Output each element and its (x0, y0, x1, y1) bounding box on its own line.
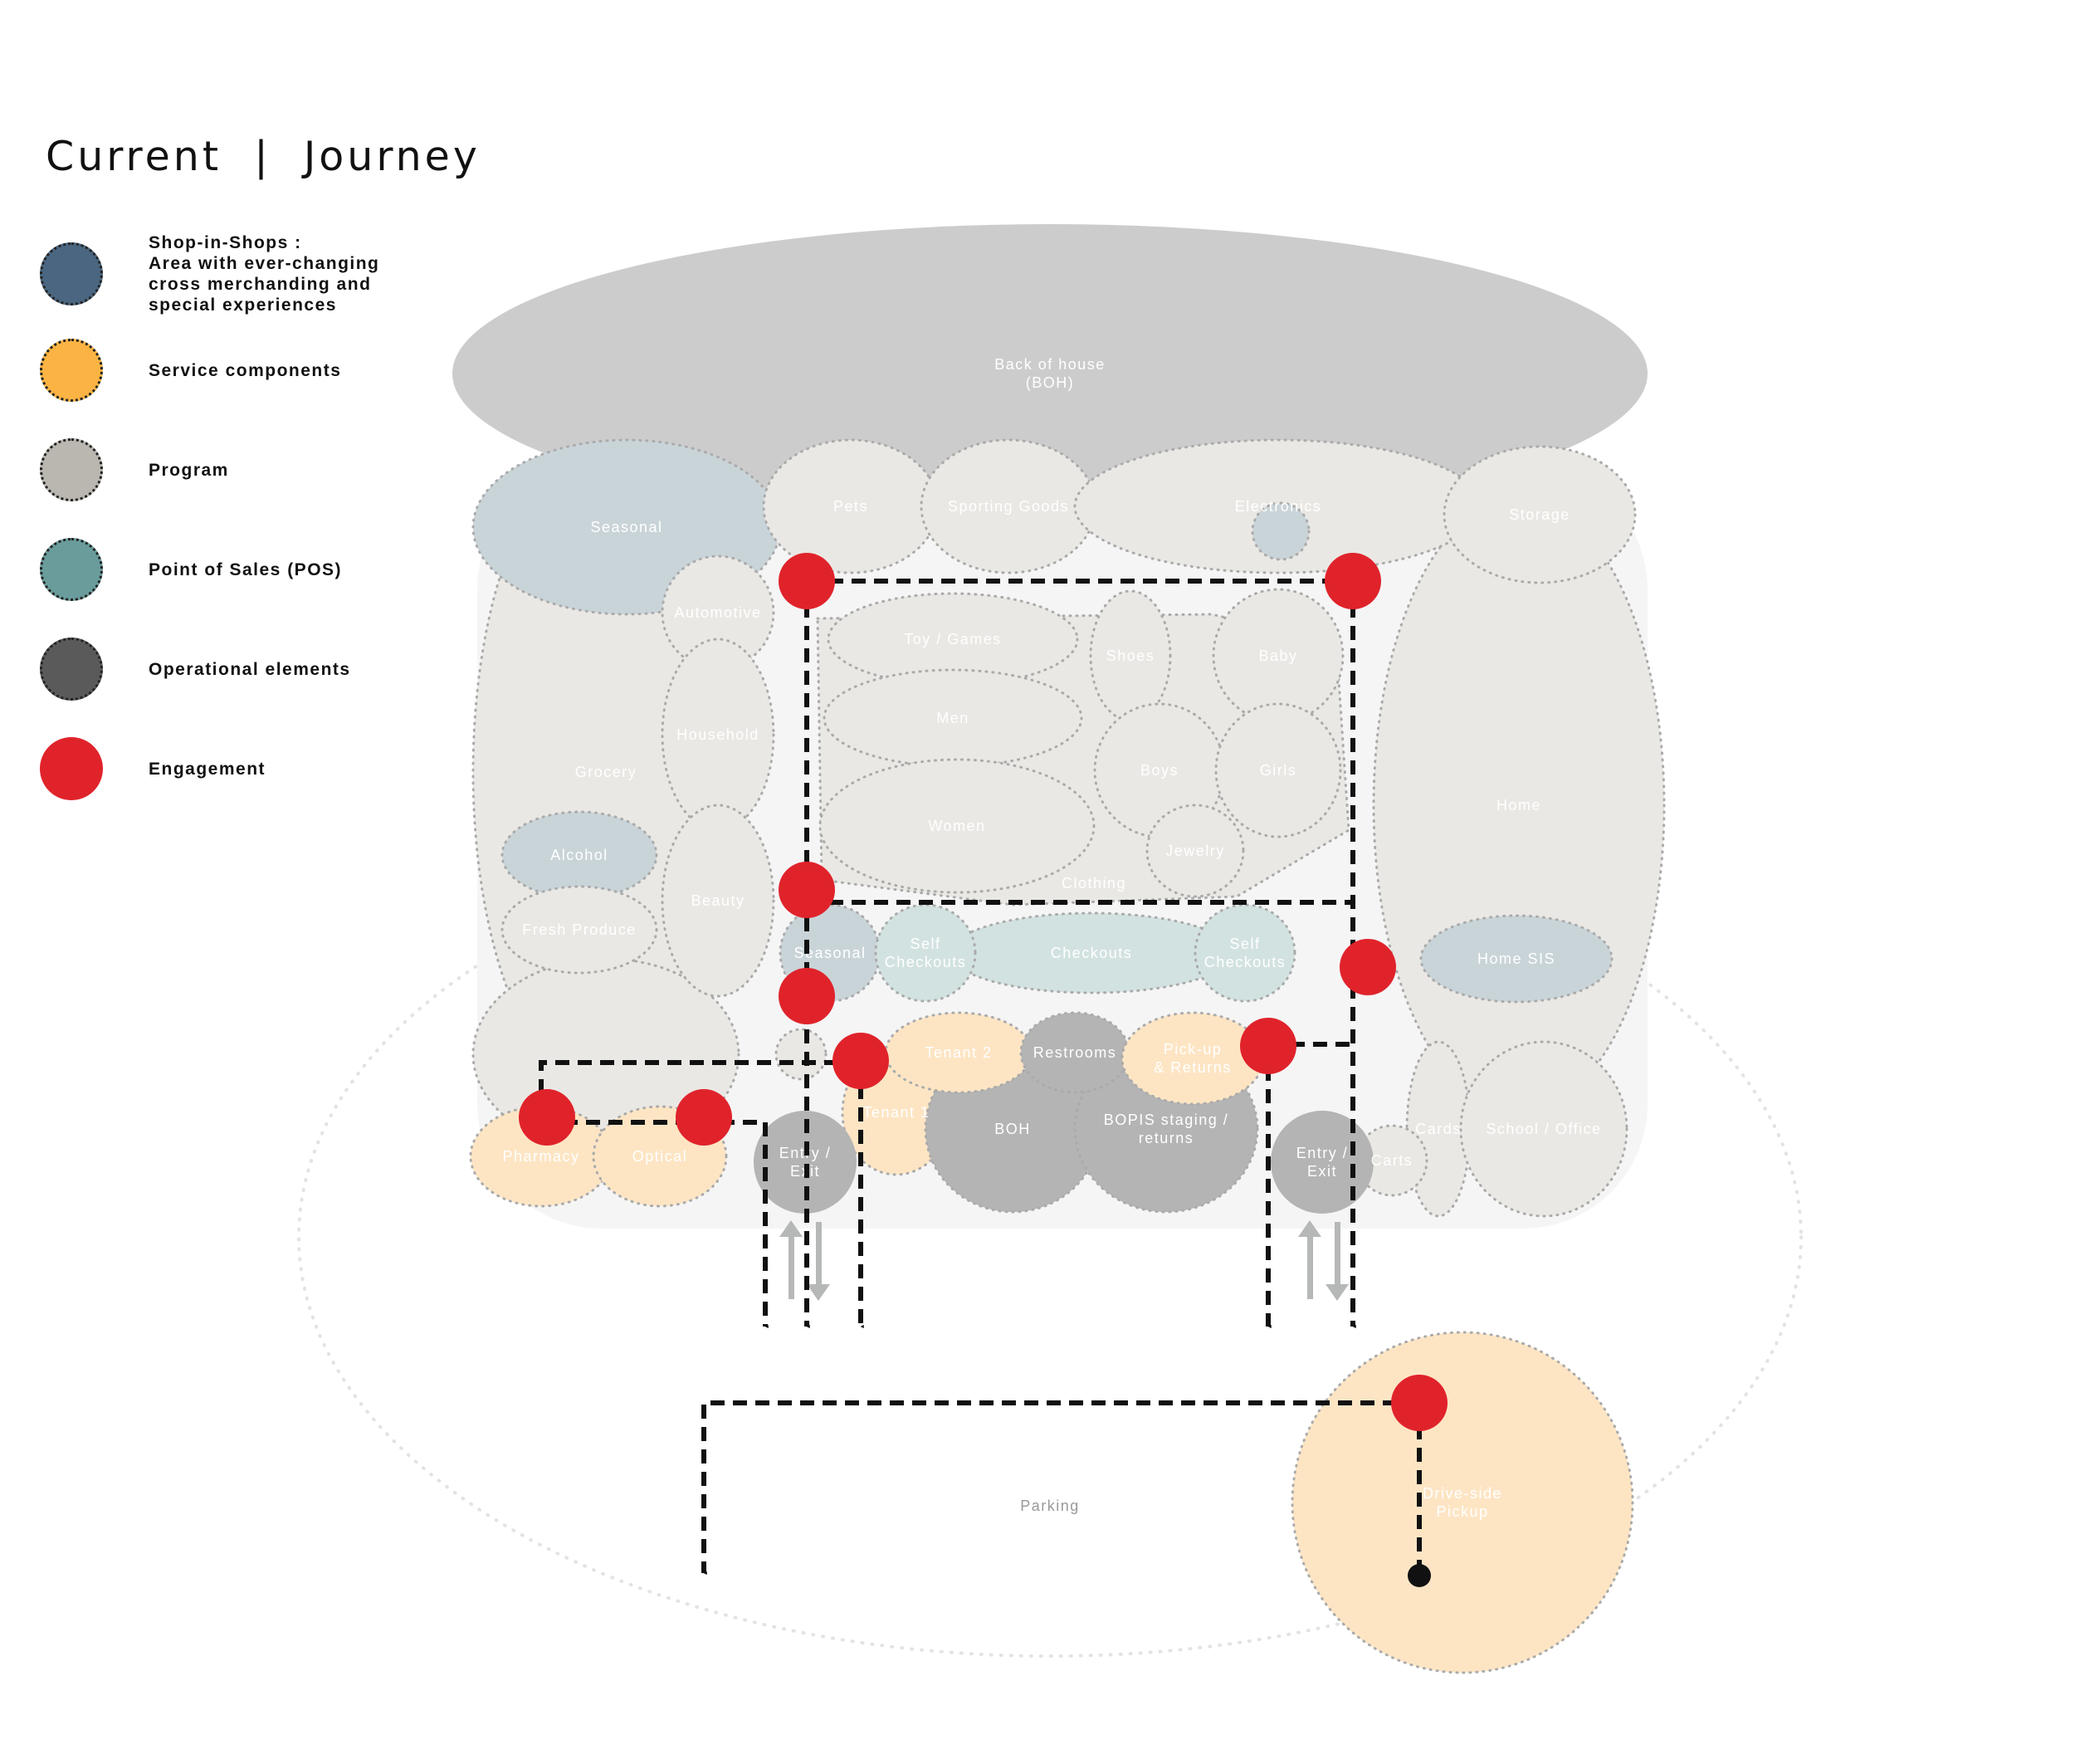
zone-fresh-produce (500, 885, 658, 975)
zone-storage (1443, 445, 1637, 584)
zone-label-clothing: Clothing (1062, 875, 1126, 892)
zone-label-seasonal2: Seasonal (793, 945, 866, 961)
zone-label-boh_top: Back of house(BOH) (994, 356, 1106, 391)
zone-label-alcohol: Alcohol (550, 847, 608, 863)
legend-swatch-service (40, 339, 103, 402)
zone-drive-side-pickup (1291, 1331, 1634, 1674)
zone-label-pickup: Pick-up& Returns (1154, 1041, 1232, 1076)
zone-baby (1212, 588, 1345, 724)
legend-swatch-engagement (40, 737, 103, 800)
engagement-point (676, 1089, 732, 1146)
zone-label-optical: Optical (632, 1148, 688, 1165)
engagement-point (1240, 1018, 1296, 1074)
zone-label-girls: Girls (1260, 762, 1297, 779)
zone-label-bopis: BOPIS staging /returns (1104, 1112, 1229, 1146)
engagement-point (832, 1033, 889, 1089)
legend-item-program: Program (40, 438, 229, 501)
zone-label-household: Household (676, 726, 759, 743)
parking-label: Parking (1020, 1498, 1080, 1514)
engagement-points (519, 553, 1448, 1431)
zone-label-jewelry: Jewelry (1165, 843, 1225, 859)
zone-label-tenant1: Tenant 1 (862, 1104, 930, 1121)
zone-entry-exit-2 (1271, 1111, 1374, 1214)
engagement-point (779, 862, 835, 918)
zone-label-tenant2: Tenant 2 (925, 1044, 992, 1061)
zone-label-pets: Pets (833, 498, 868, 515)
engagement-point (1391, 1375, 1448, 1431)
zone-label-seasonal: Seasonal (590, 519, 662, 535)
zone-alcohol (500, 810, 658, 900)
zone-label-school: School / Office (1486, 1121, 1601, 1137)
zone-beauty (661, 804, 775, 998)
zone-label-checkouts: Checkouts (1051, 945, 1133, 961)
zone-girls (1214, 702, 1342, 838)
zone-label-restrooms: Restrooms (1033, 1044, 1117, 1061)
legend-label: Service components (149, 360, 342, 380)
zone-home-sis (1419, 914, 1614, 1004)
zone-label-boh: BOH (994, 1121, 1031, 1137)
zone-label-electronics: Electronics (1235, 498, 1322, 515)
zone-label-men: Men (936, 710, 969, 726)
zone-entry-exit-1 (754, 1111, 857, 1214)
zone-label-women: Women (928, 818, 985, 834)
legend-swatch-pos (40, 538, 103, 601)
zone-label-storage: Storage (1509, 506, 1570, 523)
engagement-point (1325, 553, 1381, 609)
zone-label-shoes: Shoes (1106, 647, 1155, 664)
engagement-point (1340, 939, 1396, 995)
zone-label-grocery: Grocery (575, 764, 637, 780)
zone-label-entry2: Entry /Exit (1296, 1145, 1349, 1180)
zone-label-home_sis: Home SIS (1477, 950, 1555, 967)
legend-swatch-shop-in-shops (40, 242, 103, 305)
legend-swatch-program (40, 438, 103, 501)
page-title: Current | Journey (46, 133, 481, 180)
zone-women (818, 758, 1096, 894)
engagement-point (779, 553, 835, 609)
entry-arrows-right (1298, 1220, 1349, 1301)
zone-self-checkouts-2 (1194, 903, 1296, 1003)
legend-label: Point of Sales (POS) (149, 559, 343, 579)
legend-item-engagement: Engagement (40, 737, 266, 800)
zone-label-pharmacy: Pharmacy (502, 1148, 579, 1165)
zone-label-beauty: Beauty (691, 892, 745, 909)
zone-label-carts: Carts (1371, 1152, 1413, 1169)
zone-small-program (774, 1028, 828, 1081)
zone-label-home: Home (1496, 797, 1541, 814)
zone-label-baby: Baby (1258, 647, 1297, 664)
zone-label-sporting: Sporting Goods (948, 498, 1069, 515)
path-optical (541, 1120, 769, 1329)
legend-item-pos: Point of Sales (POS) (40, 538, 342, 601)
zone-shoes (1089, 589, 1172, 722)
legend-swatch-operational (40, 638, 103, 701)
zone-electronics-sis (1251, 501, 1311, 561)
legend-item-operational: Operational elements (40, 638, 351, 701)
zone-self-checkouts-1 (874, 903, 977, 1003)
legend-label: Operational elements (149, 659, 351, 679)
legend-item-service: Service components (40, 339, 341, 402)
zone-school-office (1459, 1040, 1628, 1218)
entry-arrows-left (779, 1220, 830, 1301)
legend-item-shop-in-shops: Shop-in-Shops : Area with ever-changing … (40, 232, 379, 315)
zone-label-cards: Cards (1415, 1121, 1462, 1137)
legend-label: Engagement (149, 759, 266, 779)
parking-area (297, 816, 1803, 1658)
engagement-point (519, 1089, 575, 1146)
path-pharmacy (539, 1060, 861, 1115)
zone-label-automotive: Automotive (674, 604, 761, 621)
zone-label-toys: Toy / Games (904, 631, 1002, 647)
journey-end-dot (1408, 1564, 1431, 1587)
zone-pickup-returns (1120, 1011, 1265, 1106)
legend-label: Program (149, 460, 229, 480)
legend-label: Shop-in-Shops : Area with ever-changing … (149, 233, 380, 315)
zone-label-boys: Boys (1140, 762, 1179, 779)
zone-jewelry (1145, 804, 1245, 898)
zone-label-fresh: Fresh Produce (522, 921, 637, 938)
zone-carts (1355, 1124, 1428, 1197)
engagement-point (779, 968, 835, 1024)
